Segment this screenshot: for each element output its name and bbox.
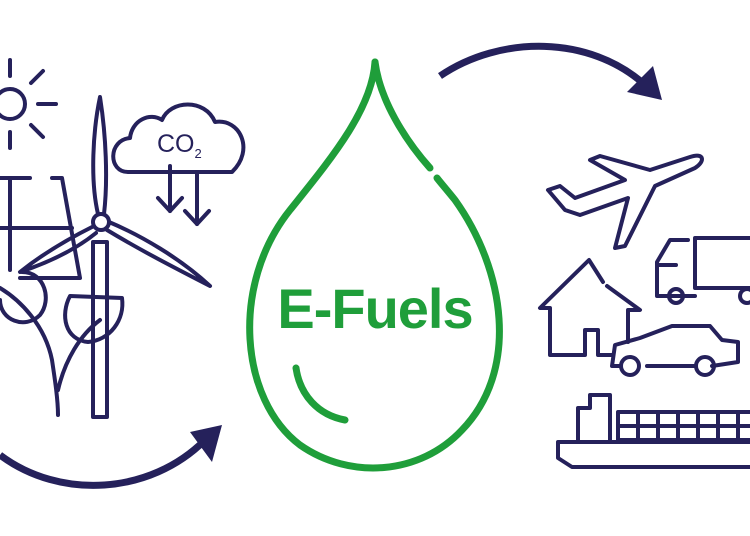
ship-icon xyxy=(556,393,750,469)
airplane-icon xyxy=(546,153,704,250)
co2-label: CO2 xyxy=(157,130,202,161)
house-icon xyxy=(538,258,642,357)
arrow-icon xyxy=(0,425,222,489)
e-fuels-title: E-Fuels xyxy=(277,277,473,340)
co2-subscript: 2 xyxy=(194,146,202,161)
leaf-icon xyxy=(0,270,125,417)
drop-icon xyxy=(246,58,503,472)
car-icon xyxy=(610,324,740,377)
co2-cloud-icon xyxy=(111,102,246,226)
solar-panel-icon xyxy=(0,176,82,280)
truck-icon xyxy=(655,236,750,305)
co2-text: CO xyxy=(157,130,195,158)
wind-turbine-icon xyxy=(18,95,212,419)
sun-icon xyxy=(0,58,58,150)
arrow-icon xyxy=(438,42,662,100)
